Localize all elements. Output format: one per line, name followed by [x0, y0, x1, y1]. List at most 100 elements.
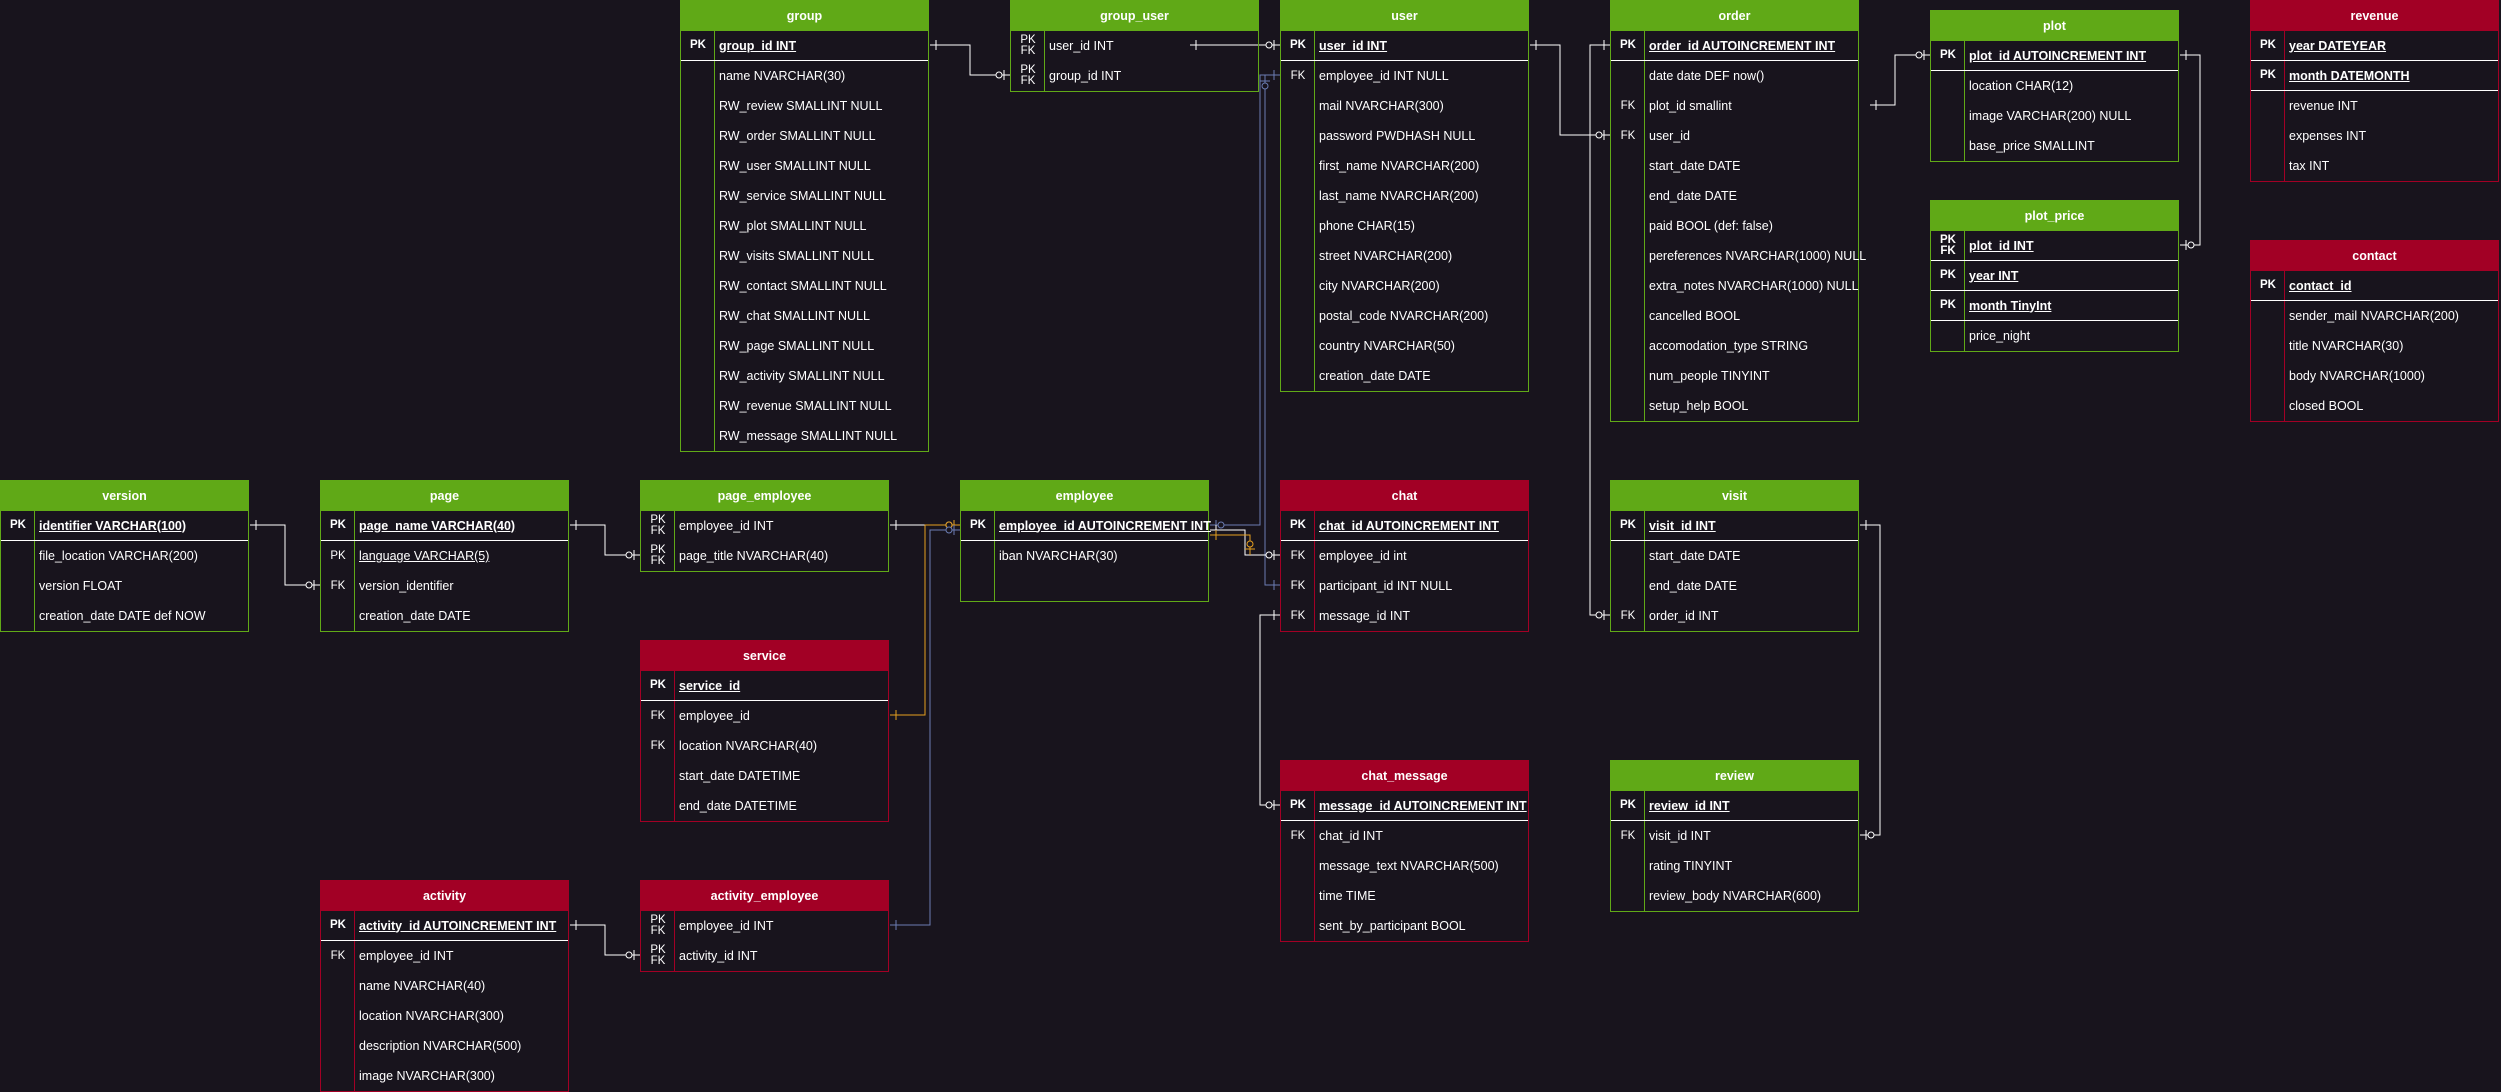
table-row[interactable]: name NVARCHAR(30) [681, 61, 928, 91]
table-row[interactable]: version FLOAT [1, 571, 248, 601]
table-row[interactable]: RW_review SMALLINT NULL [681, 91, 928, 121]
table-row[interactable]: end_date DATE [1611, 181, 1858, 211]
table-row[interactable]: num_people TINYINT [1611, 361, 1858, 391]
table-row[interactable]: RW_service SMALLINT NULL [681, 181, 928, 211]
table-row[interactable]: end_date DATETIME [641, 791, 888, 821]
table-row[interactable]: RW_revenue SMALLINT NULL [681, 391, 928, 421]
table-row[interactable]: base_price SMALLINT [1931, 131, 2178, 161]
table-row[interactable] [961, 571, 1208, 601]
table-row[interactable]: last_name NVARCHAR(200) [1281, 181, 1528, 211]
table-row[interactable]: review_body NVARCHAR(600) [1611, 881, 1858, 911]
table-row[interactable]: revenue INT [2251, 91, 2498, 121]
table-row[interactable]: image VARCHAR(200) NULL [1931, 101, 2178, 131]
table-row[interactable]: accomodation_type STRING [1611, 331, 1858, 361]
table-row[interactable]: RW_visits SMALLINT NULL [681, 241, 928, 271]
table-row[interactable]: mail NVARCHAR(300) [1281, 91, 1528, 121]
table-row[interactable]: rating TINYINT [1611, 851, 1858, 881]
table-row[interactable]: extra_notes NVARCHAR(1000) NULL [1611, 271, 1859, 301]
table-row[interactable]: expenses INT [2251, 121, 2498, 151]
table-row[interactable]: creation_date DATE def NOW [1, 601, 248, 631]
table-row[interactable]: name NVARCHAR(40) [321, 971, 568, 1001]
table-row[interactable]: RW_chat SMALLINT NULL [681, 301, 928, 331]
table-row[interactable]: image NVARCHAR(300) [321, 1061, 568, 1091]
table-row[interactable]: pereferences NVARCHAR(1000) NULL [1611, 241, 1866, 271]
table-row[interactable]: creation_date DATE [1281, 361, 1528, 391]
table-row[interactable]: end_date DATE [1611, 571, 1858, 601]
table-row[interactable]: RW_plot SMALLINT NULL [681, 211, 928, 241]
table-row[interactable]: message_text NVARCHAR(500) [1281, 851, 1528, 881]
table-row[interactable]: RW_activity SMALLINT NULL [681, 361, 928, 391]
table-row[interactable]: paid BOOL (def: false) [1611, 211, 1858, 241]
table-row[interactable]: RW_order SMALLINT NULL [681, 121, 928, 151]
table-row[interactable]: description NVARCHAR(500) [321, 1031, 568, 1061]
table-row[interactable]: sender_mail NVARCHAR(200) [2251, 301, 2498, 331]
table-row[interactable]: file_location VARCHAR(200) [1, 541, 248, 571]
table-row[interactable]: location NVARCHAR(300) [321, 1001, 568, 1031]
table-row[interactable]: start_date DATE [1611, 151, 1858, 181]
table-row[interactable]: first_name NVARCHAR(200) [1281, 151, 1528, 181]
table-row[interactable]: time TIME [1281, 881, 1528, 911]
table-row[interactable]: title NVARCHAR(30) [2251, 331, 2498, 361]
table-row[interactable]: start_date DATETIME [641, 761, 888, 791]
table-row[interactable]: sent_by_participant BOOL [1281, 911, 1528, 941]
table-row[interactable]: RW_page SMALLINT NULL [681, 331, 928, 361]
table-row[interactable]: RW_message SMALLINT NULL [681, 421, 928, 451]
table-row[interactable]: closed BOOL [2251, 391, 2498, 421]
table-row[interactable]: location CHAR(12) [1931, 71, 2178, 101]
table-row[interactable]: postal_code NVARCHAR(200) [1281, 301, 1528, 331]
table-row[interactable]: phone CHAR(15) [1281, 211, 1528, 241]
table-row[interactable]: city NVARCHAR(200) [1281, 271, 1528, 301]
table-row[interactable]: country NVARCHAR(50) [1281, 331, 1528, 361]
